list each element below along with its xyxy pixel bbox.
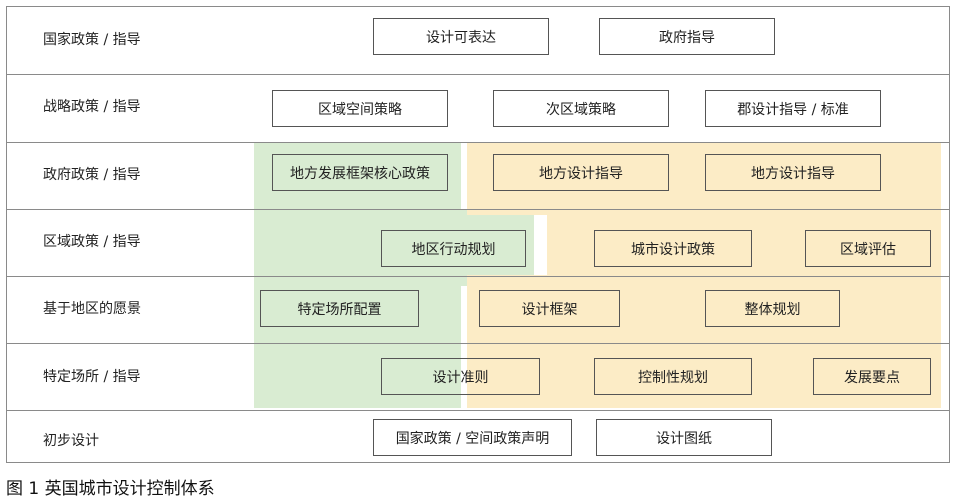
box-control-plan: 控制性规划 — [594, 358, 752, 395]
yellow-zone — [547, 209, 941, 286]
row-label-strategic: 战略政策 / 指导 — [43, 99, 141, 115]
yellow-zone — [467, 275, 941, 408]
box-urban-design-policy: 城市设计政策 — [594, 230, 752, 267]
row-divider — [7, 142, 949, 143]
row-label-initial-design: 初步设计 — [43, 433, 99, 449]
box-local-design-guidance-2: 地方设计指导 — [705, 154, 881, 191]
box-local-development-framework: 地方发展框架核心政策 — [272, 154, 448, 191]
box-design-framework: 设计框架 — [479, 290, 620, 327]
box-design-expressible: 设计可表达 — [373, 18, 549, 55]
green-zone — [254, 143, 461, 215]
box-master-plan: 整体规划 — [705, 290, 840, 327]
row-label-government: 政府政策 / 指导 — [43, 167, 141, 183]
row-label-site-specific: 特定场所 / 指导 — [43, 369, 141, 385]
row-divider — [7, 276, 949, 277]
green-zone — [254, 209, 534, 286]
box-government-guidance: 政府指导 — [599, 18, 775, 55]
figure-caption: 图 1 英国城市设计控制体系 — [6, 479, 215, 499]
row-label-national: 国家政策 / 指导 — [43, 32, 141, 48]
green-zone — [254, 275, 461, 408]
diagram-frame: 国家政策 / 指导 战略政策 / 指导 政府政策 / 指导 区域政策 / 指导 … — [6, 6, 950, 463]
box-county-design-guidance: 郡设计指导 / 标准 — [705, 90, 881, 127]
box-design-drawings: 设计图纸 — [596, 419, 772, 456]
row-divider — [7, 209, 949, 210]
box-site-configuration: 特定场所配置 — [260, 290, 419, 327]
row-divider — [7, 410, 949, 411]
box-local-design-guidance-1: 地方设计指导 — [493, 154, 669, 191]
row-label-place-vision: 基于地区的愿景 — [43, 301, 141, 317]
box-design-code: 设计准则 — [381, 358, 540, 395]
box-area-assessment: 区域评估 — [805, 230, 931, 267]
row-divider — [7, 74, 949, 75]
box-regional-spatial-strategy: 区域空间策略 — [272, 90, 448, 127]
box-development-brief: 发展要点 — [813, 358, 931, 395]
row-label-area: 区域政策 / 指导 — [43, 234, 141, 250]
box-area-action-plan: 地区行动规划 — [381, 230, 526, 267]
box-national-spatial-policy-statement: 国家政策 / 空间政策声明 — [373, 419, 572, 456]
yellow-zone — [467, 143, 941, 215]
row-divider — [7, 343, 949, 344]
box-sub-regional-strategy: 次区域策略 — [493, 90, 669, 127]
